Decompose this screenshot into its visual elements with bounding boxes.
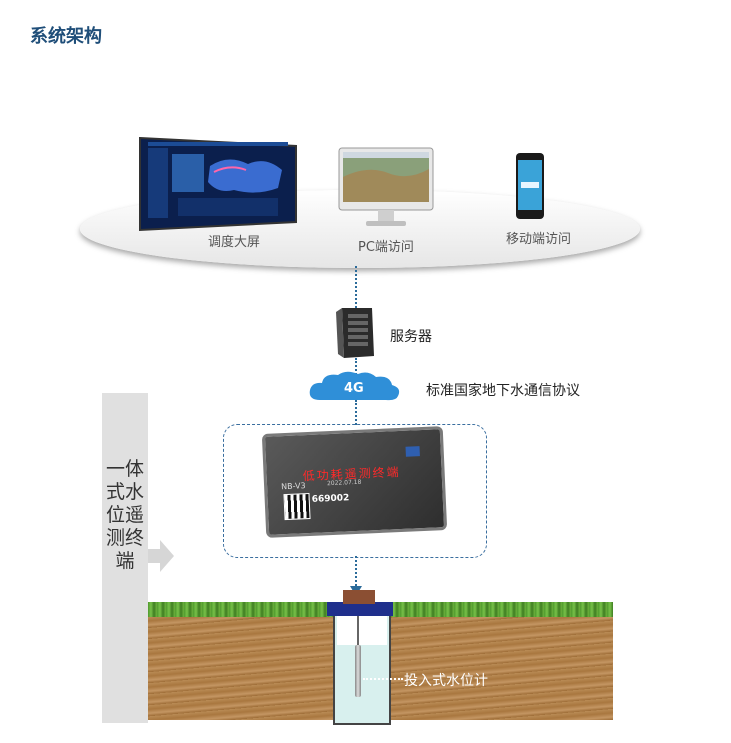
arrow-right-icon [148, 540, 174, 576]
water-level-probe-icon [355, 645, 361, 697]
big-screen-label: 调度大屏 [208, 235, 261, 250]
page-title: 系统架构 [30, 26, 102, 47]
big-screen-image [138, 136, 298, 236]
server-label: 服务器 [390, 329, 432, 345]
device-serial: 669002 [311, 493, 350, 505]
pc-monitor-image [338, 147, 434, 233]
terminal-side-label: 一体式水位遥测终端 [105, 458, 144, 572]
pc-label: PC端访问 [358, 240, 414, 255]
protocol-label: 标准国家地下水通信协议 [426, 383, 580, 399]
cloud-icon [306, 370, 402, 408]
sensor-leader-line [363, 678, 403, 680]
mobile-phone-image [515, 152, 545, 224]
connector-line [355, 358, 357, 378]
connector-line [355, 400, 357, 425]
terminal-side-bar [102, 393, 148, 723]
server-icon [334, 306, 376, 364]
well-cap [327, 602, 393, 616]
network-badge: 4G [344, 381, 364, 396]
terminal-device: 低功耗遥测终端 NB-V3 669002 2022.07.18 [261, 426, 448, 538]
connector-line [355, 266, 357, 308]
well-casing [337, 615, 387, 645]
mobile-label: 移动端访问 [506, 232, 572, 247]
device-model: NB-V3 [280, 481, 306, 492]
well-cap-top [343, 590, 375, 604]
device-logo-icon [405, 446, 420, 457]
connector-line [355, 556, 357, 586]
device-qr-code [283, 492, 311, 521]
sensor-cable [357, 616, 359, 646]
sensor-label: 投入式水位计 [404, 673, 488, 689]
device-date: 2022.07.18 [326, 478, 362, 488]
